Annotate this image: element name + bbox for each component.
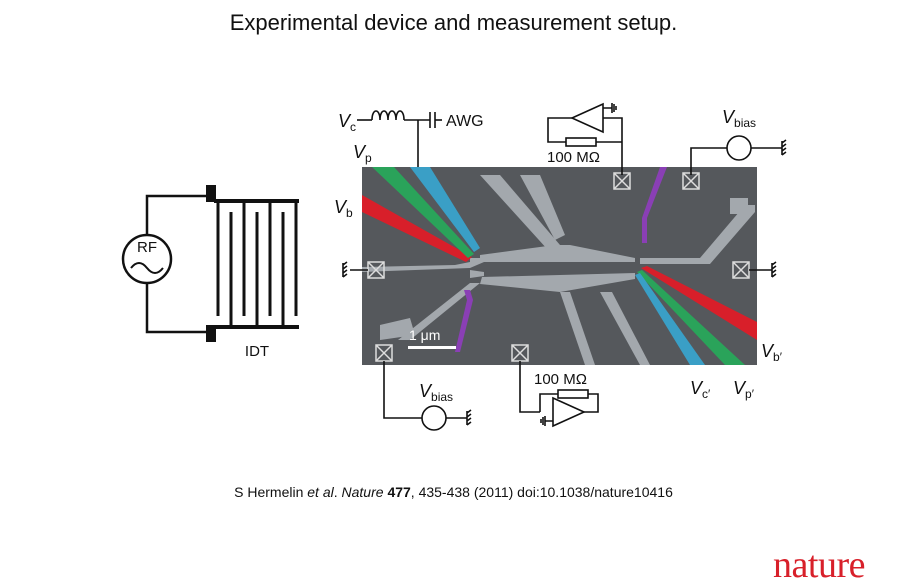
gate-green-right: [637, 270, 745, 365]
scale-bar: [408, 346, 456, 349]
resistor-icon: [557, 389, 589, 399]
gate-green-left: [372, 167, 474, 258]
gate-purple-bottom: [455, 290, 473, 352]
vbias-bottom-label: Vbias: [419, 381, 453, 404]
rf-circuit: [121, 194, 208, 334]
amplifier-icon: [570, 102, 604, 134]
ground-icon: [781, 139, 787, 156]
resistor-bottom-label: 100 MΩ: [534, 371, 587, 388]
sem-image: [362, 167, 757, 365]
gate-blue-right: [635, 273, 705, 365]
capacitor-icon: [429, 112, 436, 128]
vbias-top-label: Vbias: [722, 107, 756, 130]
ground-icon: [540, 416, 553, 426]
ground-icon: [342, 261, 348, 278]
awg-label: AWG: [446, 113, 484, 130]
resistor-icon: [565, 137, 597, 147]
vb-prime-label: Vb′: [761, 341, 783, 364]
bottom-wiring: [383, 361, 599, 431]
top-wiring: [342, 102, 787, 278]
citation: S Hermelin et al. Nature 477, 435-438 (2…: [234, 484, 673, 500]
ground-icon: [771, 261, 777, 278]
inductor-icon: [371, 110, 405, 121]
vp-label: Vp: [353, 142, 372, 165]
ground-icon: [603, 103, 617, 113]
ground-icon: [466, 409, 472, 426]
rf-label: RF: [137, 239, 157, 256]
gate-purple-top: [642, 167, 667, 243]
scale-label: 1 μm: [409, 327, 440, 343]
gate-red-left: [362, 195, 472, 262]
vc-label: Vc: [338, 111, 356, 134]
idt-label: IDT: [245, 343, 269, 360]
bias-source-icon: [421, 405, 447, 431]
idt-electrodes: [206, 185, 299, 342]
bias-source-icon: [726, 135, 752, 161]
nature-logo: nature: [773, 544, 865, 586]
vc-prime-label: Vc′: [690, 378, 711, 401]
vp-prime-label: Vp′: [733, 378, 755, 401]
rf-source-icon: [121, 233, 173, 285]
amplifier-icon: [552, 396, 586, 428]
vb-label: Vb: [334, 197, 353, 220]
gate-blue-left: [410, 167, 480, 252]
resistor-top-label: 100 MΩ: [547, 149, 600, 166]
gate-red-right: [641, 266, 757, 340]
figure-title: Experimental device and measurement setu…: [229, 10, 678, 35]
